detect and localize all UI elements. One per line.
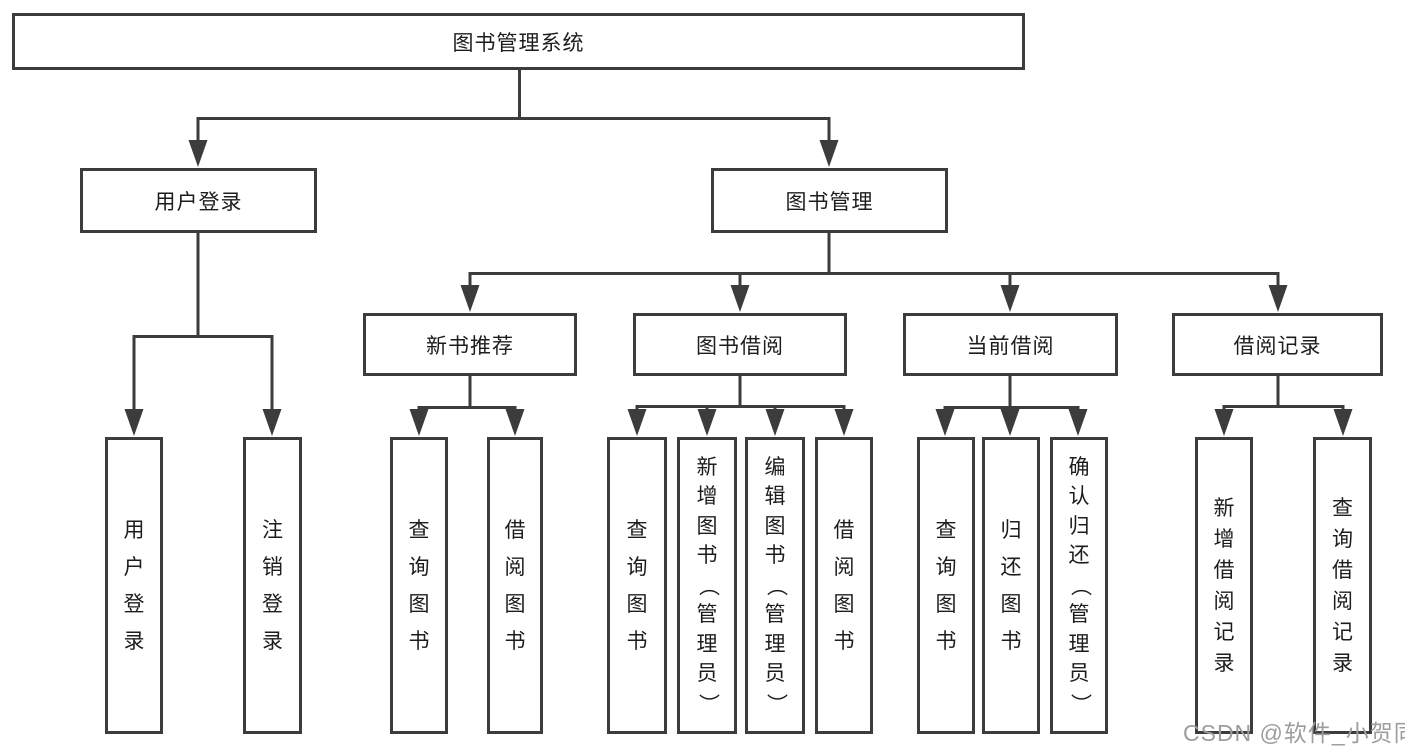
node-book-borrow: 图书借阅: [633, 313, 847, 376]
leaf-return-books: 归还图书: [982, 437, 1040, 734]
node-label: 新书推荐: [426, 334, 514, 358]
leaf-query-books-borrow: 查询图书: [607, 437, 667, 734]
node-library-system: 图书管理系统: [12, 13, 1025, 70]
node-label: 图书管理: [785, 190, 874, 214]
leaf-add-borrow-record: 新增借阅记录: [1195, 437, 1253, 734]
node-label: 图书管理系统: [452, 31, 585, 55]
node-label: 借阅记录: [1233, 334, 1322, 358]
node-book-management: 图书管理: [711, 168, 948, 233]
leaf-logout-login: 注销登录: [243, 437, 302, 734]
node-label: 图书借阅: [696, 334, 784, 358]
leaf-label: 用户登录: [123, 518, 145, 653]
leaf-query-books-current: 查询图书: [917, 437, 975, 734]
node-label: 用户登录: [154, 190, 243, 214]
leaf-confirm-return-admin: 确认归还（管理员）: [1050, 437, 1108, 734]
leaf-add-books-admin: 新增图书（管理员）: [677, 437, 737, 734]
leaf-label: 确认归还（管理员）: [1067, 455, 1091, 714]
leaf-label: 新增借阅记录: [1213, 496, 1235, 675]
leaf-label: 注销登录: [262, 518, 283, 653]
leaf-edit-books-admin: 编辑图书（管理员）: [745, 437, 805, 734]
leaf-label: 编辑图书（管理员）: [763, 455, 787, 714]
leaf-query-books-recommend: 查询图书: [390, 437, 448, 734]
leaf-label: 新增图书（管理员）: [695, 455, 719, 714]
csdn-watermark: CSDN @软件_小贺同学: [1183, 720, 1405, 746]
leaf-query-borrow-record: 查询借阅记录: [1313, 437, 1372, 734]
leaf-label: 查询图书: [935, 518, 957, 653]
leaf-label: 查询图书: [626, 518, 648, 653]
leaf-label: 借阅图书: [833, 518, 855, 653]
leaf-label: 借阅图书: [504, 518, 526, 653]
leaf-user-login: 用户登录: [105, 437, 163, 734]
leaf-label: 归还图书: [1000, 518, 1022, 653]
leaf-label: 查询图书: [408, 518, 430, 653]
node-current-borrow: 当前借阅: [903, 313, 1118, 376]
node-label: 当前借阅: [966, 334, 1055, 358]
leaf-borrow-books-recommend: 借阅图书: [487, 437, 543, 734]
node-borrow-records: 借阅记录: [1172, 313, 1383, 376]
leaf-label: 查询借阅记录: [1332, 496, 1353, 675]
node-new-book-recommend: 新书推荐: [363, 313, 577, 376]
node-user-login: 用户登录: [80, 168, 317, 233]
leaf-borrow-books: 借阅图书: [815, 437, 873, 734]
